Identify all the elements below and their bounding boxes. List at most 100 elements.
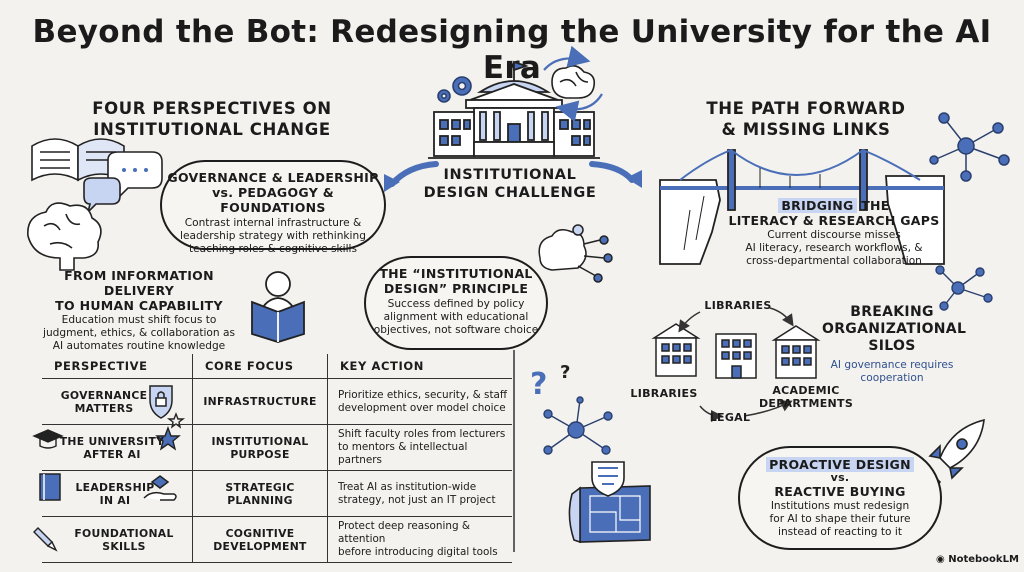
cycle-right-line1: ACADEMIC: [772, 384, 840, 397]
question-network-icon: ? ?: [530, 362, 613, 455]
bridge-icon: [659, 148, 945, 265]
brain-icon: [27, 202, 102, 271]
cycle-label-bottom: LEGAL: [709, 411, 751, 424]
row-action-line1: Prioritize ethics, security, & staff: [338, 388, 508, 401]
principle-body1: Success defined by policy: [387, 298, 525, 310]
center-line2: DESIGN CHALLENGE: [423, 185, 597, 201]
university-building-icon: [428, 60, 600, 159]
proactive-title-highlight: PROACTIVE DESIGN: [766, 457, 914, 472]
cycle-label-top: LIBRARIES: [704, 299, 772, 312]
row-perspective-line1: GOVERNANCE: [60, 388, 148, 402]
notebooklm-logo-icon: ◉: [936, 554, 949, 565]
info-delivery-body3: AI automates routine knowledge: [52, 340, 226, 352]
network-icon: [929, 112, 1010, 182]
table-header-key-action: KEY ACTION: [327, 354, 512, 379]
network-small-icon: [935, 265, 993, 311]
proactive-cloud: PROACTIVE DESIGN vs. REACTIVE BUYING Ins…: [738, 446, 942, 550]
right-section-header: THE PATH FORWARD & MISSING LINKS: [696, 98, 916, 140]
row-action-line2: before introducing digital tools: [338, 546, 498, 558]
info-delivery-body2: judgment, ethics, & collaboration as: [43, 327, 235, 339]
left-header-line2: INSTITUTIONAL CHANGE: [93, 120, 331, 139]
proactive-body3: instead of reacting to it: [778, 526, 902, 538]
watermark-text: NotebookLM: [948, 554, 1019, 565]
row-perspective-line2: AFTER AI: [83, 447, 141, 461]
speech-bubble-icon: [83, 151, 163, 215]
row-action-line2: strategy, not just an IT project: [338, 493, 496, 506]
row-perspective-line1: LEADERSHIP: [75, 480, 155, 494]
cycle-label-left: LIBRARIES: [630, 387, 698, 400]
brain-cycle-icon: [543, 45, 603, 122]
bridging-body2: AI literacy, research workflows, &: [745, 242, 923, 254]
row-focus-line2: PURPOSE: [230, 447, 290, 461]
governance-body1: Contrast internal infrastructure &: [184, 217, 362, 229]
silos-body2: cooperation: [860, 372, 924, 384]
silos-title3: SILOS: [868, 338, 916, 354]
perspectives-table: PERSPECTIVE CORE FOCUS KEY ACTION GOVERN…: [42, 354, 512, 563]
info-delivery-body1: Education must shift focus to: [61, 314, 217, 326]
governance-body3: teaching roles & cognitive skills: [189, 243, 357, 255]
center-line1: INSTITUTIONAL: [443, 167, 577, 183]
proactive-vs: vs.: [830, 471, 850, 484]
principle-title2: DESIGN” PRINCIPLE: [383, 281, 529, 296]
row-focus-line2: DEVELOPMENT: [213, 539, 307, 553]
bridging-body1: Current discourse misses: [767, 229, 901, 241]
row-perspective-line1: THE UNIVERSITY: [59, 434, 165, 448]
table-header-perspective: PERSPECTIVE: [42, 354, 193, 379]
governance-title2: vs. PEDAGOGY & FOUNDATIONS: [212, 185, 334, 215]
proactive-title2: REACTIVE BUYING: [774, 484, 906, 499]
row-action-line1: Treat AI as institution-wide: [338, 480, 477, 493]
brain-circuit-icon: [538, 224, 613, 283]
principle-cloud: THE “INSTITUTIONAL DESIGN” PRINCIPLE Suc…: [364, 256, 548, 350]
cycle-arrows-icon: [678, 307, 794, 422]
gear-icon: [437, 76, 472, 103]
row-focus-line2: PLANNING: [227, 493, 293, 507]
row-focus-line1: INSTITUTIONAL: [211, 434, 309, 448]
row-focus-line1: INFRASTRUCTURE: [203, 395, 317, 408]
arrow-left-icon: [384, 161, 439, 192]
bridging-body3: cross-departmental collaboration: [746, 255, 922, 267]
building-libraries-icon: [651, 323, 701, 377]
row-action-line1: Shift faculty roles from lecturers: [338, 428, 506, 440]
row-perspective-line1: FOUNDATIONAL: [74, 526, 174, 540]
bridging-block: BRIDGING THE LITERACY & RESEARCH GAPS Cu…: [718, 198, 950, 268]
governance-body2: leadership strategy with rethinking: [180, 230, 366, 242]
silos-block: BREAKING ORGANIZATIONAL SILOS AI governa…: [822, 304, 967, 385]
proactive-body2: for AI to shape their future: [769, 513, 911, 525]
info-delivery-block: FROM INFORMATION DELIVERY TO HUMAN CAPAB…: [36, 268, 242, 353]
blueprint-icon: [568, 461, 651, 544]
row-action-line1: Protect deep reasoning & attention: [338, 520, 470, 545]
silos-title2: ORGANIZATIONAL: [822, 321, 967, 337]
right-header-line2: & MISSING LINKS: [721, 120, 891, 139]
principle-body3: objectives, not software choice: [373, 324, 539, 336]
bridging-title2: LITERACY & RESEARCH GAPS: [728, 213, 940, 228]
silos-title1: BREAKING: [850, 304, 934, 320]
right-header-line1: THE PATH FORWARD: [706, 99, 906, 118]
table-header-core-focus: CORE FOCUS: [192, 354, 328, 379]
info-delivery-title1: FROM INFORMATION DELIVERY: [64, 268, 214, 298]
governance-cloud: GOVERNANCE & LEADERSHIP vs. PEDAGOGY & F…: [160, 160, 386, 255]
arrow-right-icon: [589, 161, 642, 188]
row-focus-line1: COGNITIVE: [225, 526, 295, 540]
proactive-body1: Institutions must redesign: [770, 500, 910, 512]
page-title: Beyond the Bot: Redesigning the Universi…: [32, 14, 992, 86]
governance-title1: GOVERNANCE & LEADERSHIP: [167, 170, 379, 185]
table-header-row: PERSPECTIVE CORE FOCUS KEY ACTION: [42, 354, 512, 379]
left-header-line1: FOUR PERSPECTIVES ON: [92, 99, 332, 118]
watermark: ◉ NotebookLM: [936, 554, 1019, 565]
row-perspective-line2: IN AI: [99, 493, 131, 507]
center-challenge-label: INSTITUTIONAL DESIGN CHALLENGE: [420, 166, 600, 202]
row-perspective-line2: SKILLS: [102, 539, 146, 553]
row-action-line2: development over model choice: [338, 401, 506, 414]
building-departments-icon: [771, 325, 821, 379]
cycle-right-line2: DEPARTMENTS: [758, 397, 854, 410]
info-delivery-title2: TO HUMAN CAPABILITY: [55, 298, 223, 313]
row-action-line2: to mentors & intellectual partners: [338, 441, 468, 466]
person-reading-icon: [251, 271, 305, 343]
silos-body1: AI governance requires: [830, 359, 954, 371]
cycle-label-right: ACADEMIC DEPARTMENTS: [756, 384, 856, 410]
svg-text:?: ?: [560, 362, 570, 383]
building-center-icon: [715, 333, 757, 379]
